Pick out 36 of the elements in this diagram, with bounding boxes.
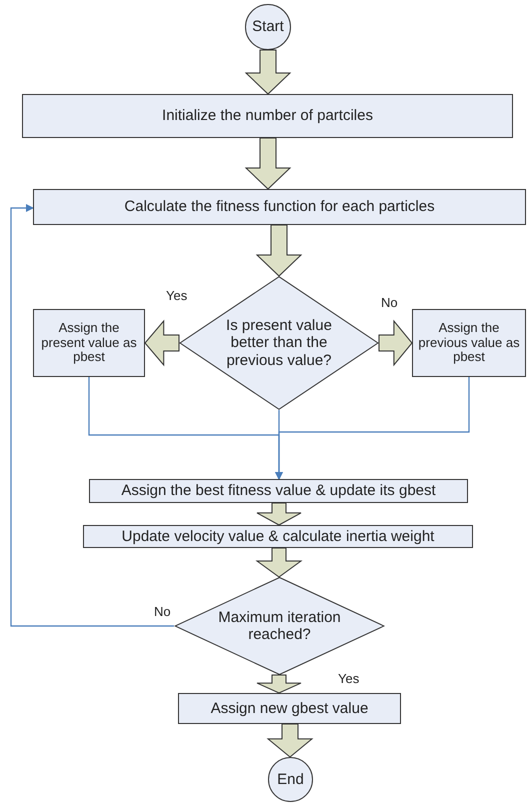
edge-label: Yes: [165, 288, 188, 303]
edge-label: Yes: [337, 671, 360, 686]
block-arrow: [266, 724, 314, 758]
edge-label: No: [153, 604, 172, 619]
process-box: [89, 479, 468, 503]
process-box: [83, 525, 473, 548]
process-box: [22, 94, 513, 138]
process-box: [33, 189, 526, 225]
process-box: [33, 309, 145, 377]
block-arrow: [256, 674, 302, 694]
step-text: Assign the present value as pbest: [40, 320, 138, 366]
block-arrow: [256, 502, 302, 526]
process-box: [178, 693, 401, 724]
edge-label: No: [380, 295, 399, 310]
block-arrow: [144, 320, 180, 366]
terminal-label: End: [277, 770, 304, 788]
block-arrow: [244, 50, 292, 95]
connector-arrow: [10, 204, 174, 627]
step-text: Assign new gbest value: [210, 700, 368, 718]
block-arrow: [378, 320, 413, 366]
decision-text: Is present value better than the previous value?: [225, 317, 333, 369]
block-arrow: [255, 548, 303, 578]
step-text: Calculate the fitness function for each particles: [124, 198, 435, 216]
process-box: [412, 309, 526, 377]
step-text: Assign the previous value as pbest: [417, 320, 521, 366]
decision-text: Maximum iteration reached?: [217, 608, 342, 644]
terminal-circle: [245, 4, 291, 50]
terminal-circle: [268, 757, 313, 802]
terminal-label: Start: [252, 18, 284, 36]
connector-arrow: [275, 410, 283, 480]
block-arrow: [256, 224, 302, 277]
decision-diamond: [174, 577, 385, 675]
step-text: Initialize the number of partciles: [162, 107, 373, 125]
block-arrow: [244, 138, 292, 190]
step-text: Assign the best fitness value & update its gbest: [121, 482, 436, 500]
step-text: Update velocity value & calculate inertia weight: [122, 528, 434, 546]
